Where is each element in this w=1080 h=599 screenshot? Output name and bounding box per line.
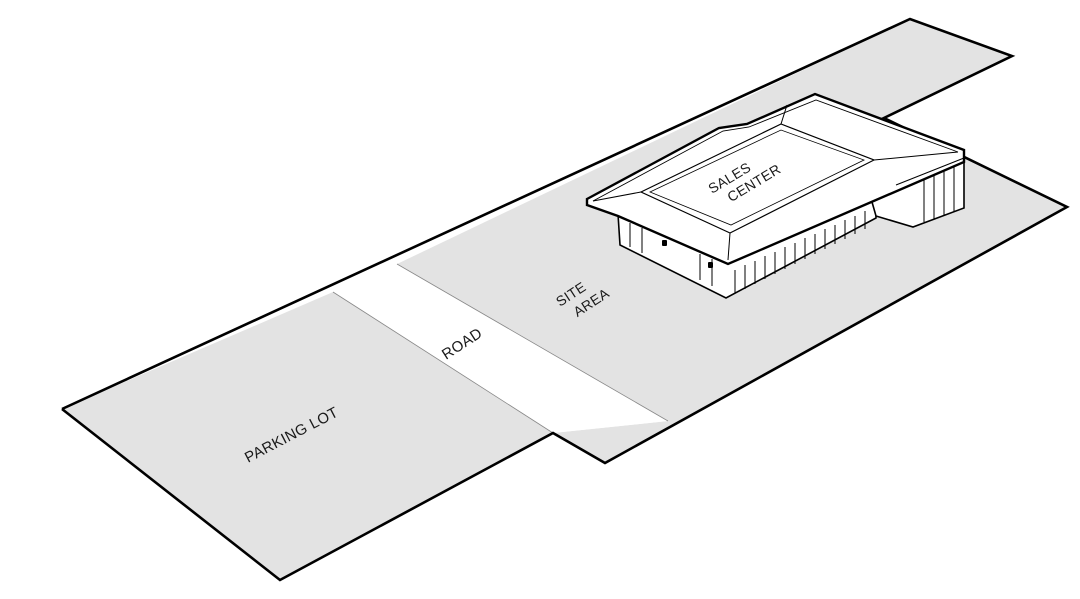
building-roof-hips <box>592 104 959 261</box>
building-annex-roof <box>895 157 965 186</box>
building-roof-fascia <box>592 99 959 202</box>
parking-lot-area <box>62 292 553 580</box>
road-edge-right <box>396 263 669 422</box>
road-area <box>333 264 668 433</box>
sales-center-building <box>585 92 966 299</box>
building-wall-fins <box>629 162 955 293</box>
building-columns <box>662 240 713 268</box>
site-boundary-outline <box>61 17 1070 582</box>
building-roof-inner <box>649 129 866 226</box>
road-edge-left <box>332 291 554 434</box>
